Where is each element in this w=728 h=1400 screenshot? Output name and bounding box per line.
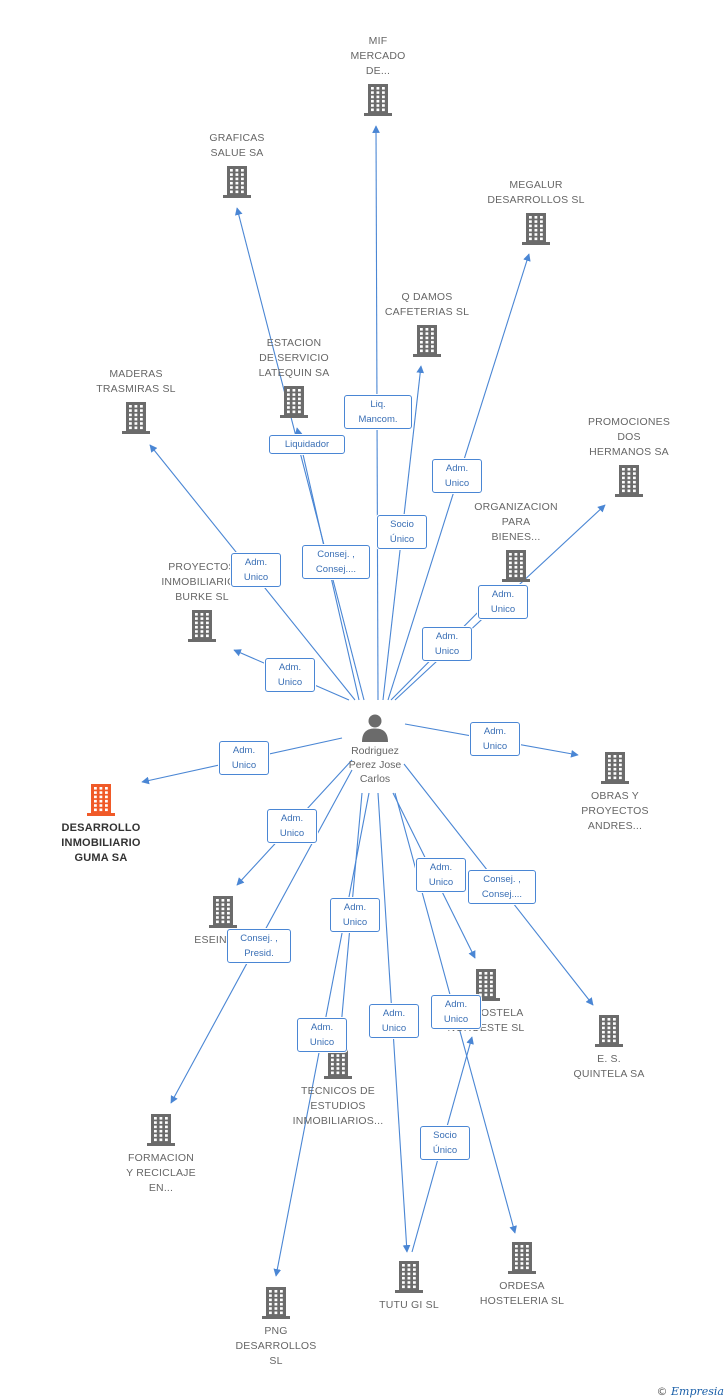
company-label: ORGANIZACION PARA BIENES... (474, 501, 558, 543)
brand-watermark: © Empresia (657, 1385, 725, 1398)
building-icon (324, 1047, 352, 1079)
company-node-graficas[interactable]: GRAFICAS SALUE SA (182, 131, 292, 199)
copyright-symbol: © (656, 1385, 668, 1398)
building-icon (364, 84, 392, 116)
relation-badge[interactable]: Adm. Unico (422, 627, 472, 661)
company-node-megalur[interactable]: MEGALUR DESARROLLOS SL (481, 178, 591, 246)
relation-edge-graficas (235, 207, 365, 701)
relation-badge[interactable]: Adm. Unico (219, 741, 269, 775)
building-icon (615, 465, 643, 497)
relation-badge[interactable]: Socio Único (377, 515, 427, 549)
building-icon (209, 896, 237, 928)
company-label: MEGALUR DESARROLLOS SL (487, 179, 585, 206)
company-node-obras[interactable]: OBRAS Y PROYECTOS ANDRES... (560, 751, 670, 834)
building-icon (522, 213, 550, 245)
company-node-tutugi[interactable]: TUTU GI SL (354, 1260, 464, 1313)
relation-badge[interactable]: Adm. Unico (432, 459, 482, 493)
building-icon (280, 386, 308, 418)
company-node-tecnicos[interactable]: TECNICOS DE ESTUDIOS INMOBILIARIOS... (283, 1046, 393, 1129)
company-label: GRAFICAS SALUE SA (209, 132, 265, 159)
building-icon (601, 752, 629, 784)
relation-badge[interactable]: Adm. Unico (267, 809, 317, 843)
company-label: DESARROLLO INMOBILIARIO GUMA SA (61, 822, 141, 864)
building-icon (262, 1287, 290, 1319)
relation-badge[interactable]: Adm. Unico (416, 858, 466, 892)
company-label: ESTACION DE SERVICIO LATEQUIN SA (258, 337, 330, 379)
company-label: Q DAMOS CAFETERIAS SL (384, 291, 470, 318)
company-node-estacion[interactable]: ESTACION DE SERVICIO LATEQUIN SA (239, 336, 349, 419)
relation-badge[interactable]: Consej. , Consej.... (468, 870, 536, 904)
company-label: TUTU GI SL (379, 1299, 439, 1311)
relation-badge[interactable]: Socio Único (420, 1126, 470, 1160)
building-icon (395, 1261, 423, 1293)
company-label: MIF MERCADO DE... (350, 35, 406, 77)
relation-badge[interactable]: Adm. Unico (265, 658, 315, 692)
relation-badge[interactable]: Adm. Unico (470, 722, 520, 756)
building-icon (122, 402, 150, 434)
company-label: OBRAS Y PROYECTOS ANDRES... (581, 790, 649, 832)
relation-badge[interactable]: Liquidador (269, 435, 345, 454)
building-icon (472, 969, 500, 1001)
building-icon (502, 550, 530, 582)
relation-badge[interactable]: Adm. Unico (369, 1004, 419, 1038)
person-icon (362, 714, 388, 742)
company-node-ordesa[interactable]: ORDESA HOSTELERIA SL (467, 1241, 577, 1309)
company-label: TECNICOS DE ESTUDIOS INMOBILIARIOS... (292, 1085, 384, 1127)
relation-badge[interactable]: Adm. Unico (330, 898, 380, 932)
company-node-es_quintela[interactable]: E. S. QUINTELA SA (554, 1014, 664, 1082)
relation-badge[interactable]: Consej. , Consej.... (302, 545, 370, 579)
company-node-qdamos[interactable]: Q DAMOS CAFETERIAS SL (372, 290, 482, 358)
company-node-mif[interactable]: MIF MERCADO DE... (323, 34, 433, 117)
building-icon (413, 325, 441, 357)
company-node-png[interactable]: PNG DESARROLLOS SL (221, 1286, 331, 1369)
brand-name: Empresia (671, 1385, 724, 1398)
relation-badge[interactable]: Liq. Mancom. (344, 395, 412, 429)
relation-badge[interactable]: Adm. Unico (431, 995, 481, 1029)
building-icon (87, 784, 115, 816)
company-label: PROMOCIONES DOS HERMANOS SA (587, 416, 671, 458)
relation-badge[interactable]: Adm. Unico (231, 553, 281, 587)
company-label: ORDESA HOSTELERIA SL (479, 1280, 565, 1307)
company-node-maderas[interactable]: MADERAS TRASMIRAS SL (81, 367, 191, 435)
relation-badge[interactable]: Adm. Unico (297, 1018, 347, 1052)
building-icon (188, 610, 216, 642)
company-label: FORMACION Y RECICLAJE EN... (126, 1152, 196, 1194)
company-node-organizacion[interactable]: ORGANIZACION PARA BIENES... (461, 500, 571, 583)
company-node-proyectos[interactable]: PROYECTOS INMOBILIARIOS BURKE SL (147, 560, 257, 643)
building-icon (595, 1015, 623, 1047)
building-icon (223, 166, 251, 198)
building-icon (147, 1114, 175, 1146)
center-person-label: Rodriguez Perez Jose Carlos (348, 745, 402, 785)
company-node-formacion[interactable]: FORMACION Y RECICLAJE EN... (106, 1113, 216, 1196)
company-node-desarrollo[interactable]: DESARROLLO INMOBILIARIO GUMA SA (46, 783, 156, 866)
company-label: E. S. QUINTELA SA (573, 1053, 645, 1080)
relation-badge[interactable]: Consej. , Presid. (227, 929, 291, 963)
relation-badge[interactable]: Adm. Unico (478, 585, 528, 619)
company-node-eseinga[interactable]: ESEINGA... (168, 895, 278, 948)
company-label: PROYECTOS INMOBILIARIOS BURKE SL (161, 561, 243, 603)
company-label: MADERAS TRASMIRAS SL (96, 368, 176, 395)
company-node-promociones[interactable]: PROMOCIONES DOS HERMANOS SA (574, 415, 684, 498)
company-label: PNG DESARROLLOS SL (235, 1325, 317, 1367)
center-person-node[interactable]: Rodriguez Perez Jose Carlos (320, 712, 430, 786)
building-icon (508, 1242, 536, 1274)
